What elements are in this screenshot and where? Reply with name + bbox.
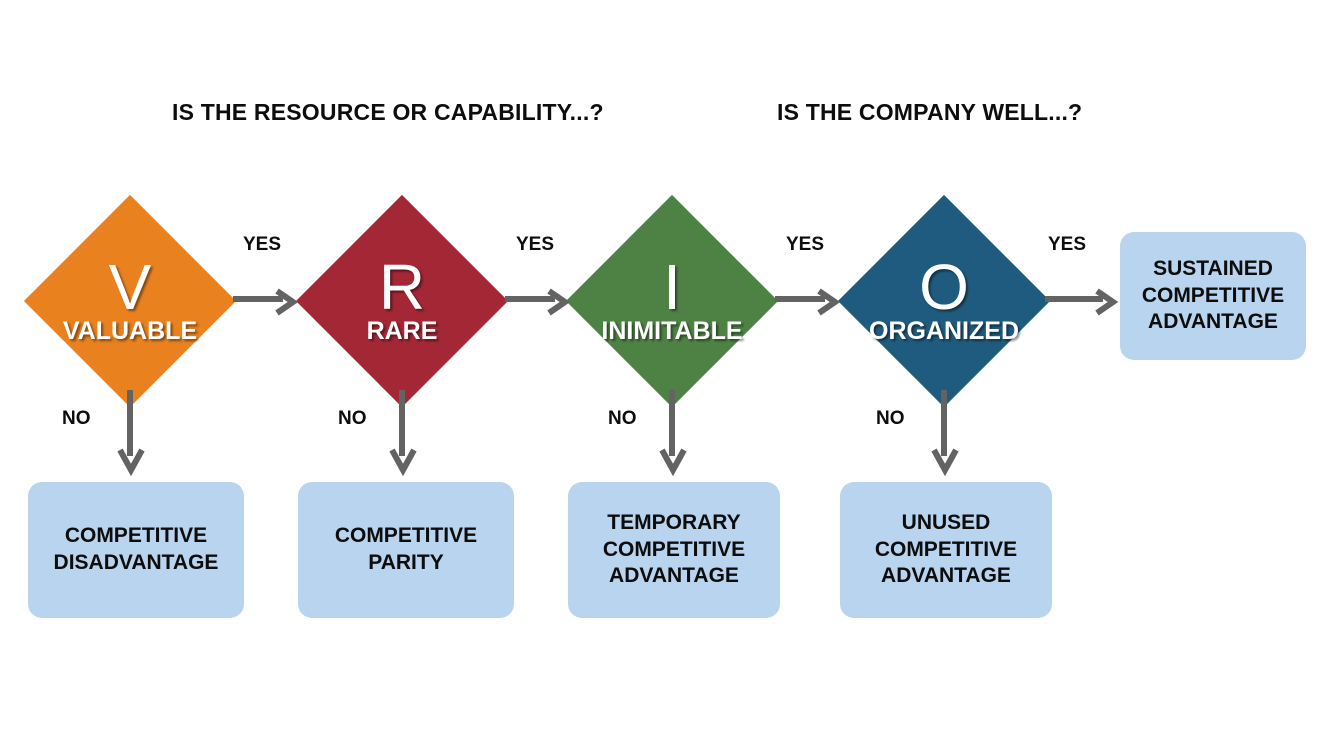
outcome-line: DISADVANTAGE — [53, 551, 219, 574]
outcome-line: COMPETITIVE — [602, 537, 746, 561]
arrow-no-inimitable-to-temporary — [658, 390, 688, 482]
diamond-inimitable[interactable]: I INIMITABLE — [565, 194, 779, 408]
outcome-line: COMPETITIVE — [874, 537, 1018, 561]
arrow-yes-organized-to-sustained — [1045, 288, 1125, 316]
edge-label-no-2: NO — [338, 408, 367, 429]
arrow-yes-valuable-to-rare — [233, 288, 305, 316]
outcome-line: PARITY — [368, 551, 444, 574]
diamond-rare-shape — [295, 194, 509, 408]
edge-label-yes-3: YES — [786, 234, 825, 255]
diamond-rare[interactable]: R RARE — [295, 194, 509, 408]
outcome-line: COMPETITIVE — [64, 524, 208, 548]
edge-label-no-3: NO — [608, 408, 637, 429]
arrow-yes-inimitable-to-organized — [775, 288, 847, 316]
arrow-no-organized-to-unused — [930, 390, 960, 482]
outcome-temporary-competitive-advantage[interactable]: TEMPORARY COMPETITIVE ADVANTAGE — [568, 482, 780, 618]
section-header-company: IS THE COMPANY WELL...? — [777, 99, 1083, 125]
section-header-resource: IS THE RESOURCE OR CAPABILITY...? — [172, 99, 604, 125]
edge-label-yes-4: YES — [1048, 234, 1087, 255]
diamond-organized-shape — [837, 194, 1051, 408]
edge-label-no-1: NO — [62, 408, 91, 429]
outcome-line: SUSTAINED — [1153, 256, 1273, 280]
diamond-organized[interactable]: O ORGANIZED — [837, 194, 1051, 408]
outcome-line: ADVANTAGE — [609, 564, 739, 588]
arrow-no-rare-to-parity — [388, 390, 418, 482]
edge-label-yes-1: YES — [243, 234, 282, 255]
diamond-valuable[interactable]: V VALUABLE — [23, 194, 237, 408]
outcome-sustained-competitive-advantage[interactable]: SUSTAINED COMPETITIVE ADVANTAGE — [1120, 232, 1306, 360]
arrow-yes-rare-to-inimitable — [505, 288, 577, 316]
edge-label-yes-2: YES — [516, 234, 555, 255]
arrow-no-valuable-to-disadvantage — [116, 390, 146, 482]
outcome-line: COMPETITIVE — [1141, 283, 1285, 307]
outcome-unused-competitive-advantage[interactable]: UNUSED COMPETITIVE ADVANTAGE — [840, 482, 1052, 618]
edge-label-no-4: NO — [876, 408, 905, 429]
outcome-line: ADVANTAGE — [881, 564, 1011, 588]
diamond-valuable-shape — [23, 194, 237, 408]
outcome-competitive-parity[interactable]: COMPETITIVE PARITY — [298, 482, 514, 618]
diamond-inimitable-shape — [565, 194, 779, 408]
outcome-competitive-disadvantage[interactable]: COMPETITIVE DISADVANTAGE — [28, 482, 244, 618]
outcome-line: TEMPORARY — [607, 510, 741, 534]
outcome-line: UNUSED — [901, 510, 991, 534]
outcome-line: ADVANTAGE — [1148, 310, 1278, 334]
outcome-line: COMPETITIVE — [334, 524, 478, 548]
